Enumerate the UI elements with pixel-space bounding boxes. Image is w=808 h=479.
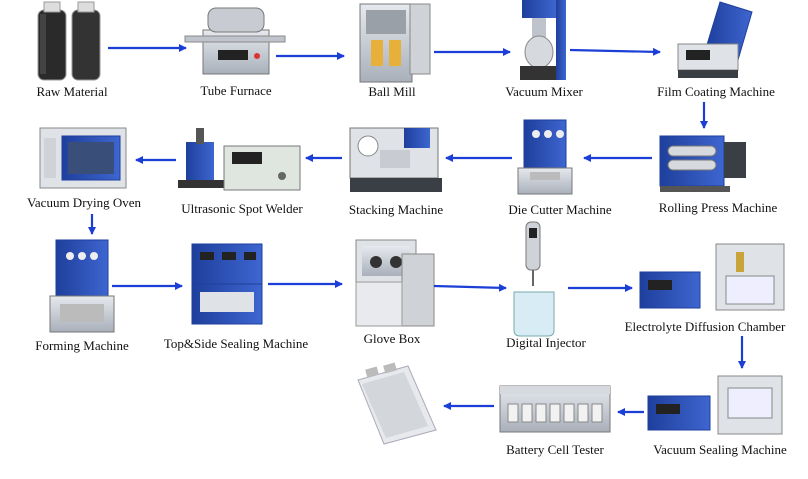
label-battery-cell-tester: Battery Cell Tester [506, 442, 604, 457]
label-vacuum-drying-oven: Vacuum Drying Oven [27, 195, 142, 210]
label-vacuum-sealing-machine: Vacuum Sealing Machine [653, 442, 787, 457]
label-ultrasonic-spot-welder: Ultrasonic Spot Welder [181, 201, 303, 216]
flow-arrows [88, 44, 746, 416]
ball-mill-icon [359, 3, 431, 83]
label-ball-mill: Ball Mill [368, 84, 416, 99]
forming-machine-icon [49, 239, 115, 333]
label-tube-furnace: Tube Furnace [200, 83, 272, 98]
cell-tester-icon [499, 385, 611, 433]
label-glove-box: Glove Box [364, 331, 421, 346]
label-raw-material: Raw Material [36, 84, 108, 99]
arrow-mixer-to-coater [569, 47, 661, 56]
vacuum-mixer-icon [520, 0, 566, 80]
arrow-glovebox-to-injector [433, 283, 507, 292]
vacuum-sealer-icon [647, 375, 783, 435]
film-coater-icon [677, 1, 753, 78]
pouch-cell-icon [357, 362, 437, 445]
stacking-machine-icon [349, 127, 442, 192]
glove-box-icon [355, 239, 435, 327]
injector-icon [513, 221, 555, 337]
diffusion-chamber-icon [639, 243, 785, 311]
label-electrolyte-diffusion-chamber: Electrolyte Diffusion Chamber [625, 319, 786, 334]
label-forming-machine: Forming Machine [35, 338, 129, 353]
label-die-cutter-machine: Die Cutter Machine [508, 202, 611, 217]
label-rolling-press-machine: Rolling Press Machine [659, 200, 778, 215]
spot-welder-icon [178, 128, 301, 191]
sealing-machine-icon [191, 243, 263, 325]
rolling-press-icon [659, 135, 746, 192]
label-film-coating-machine: Film Coating Machine [657, 84, 775, 99]
label-digital-injector: Digital Injector [506, 335, 586, 350]
bottles-icon [37, 1, 101, 81]
drying-oven-icon [39, 127, 127, 189]
label-vacuum-mixer: Vacuum Mixer [505, 84, 583, 99]
label-stacking-machine: Stacking Machine [349, 202, 443, 217]
label-top-side-sealing-machine: Top&Side Sealing Machine [164, 336, 308, 351]
tube-furnace-icon [184, 7, 286, 75]
die-cutter-icon [517, 119, 573, 195]
